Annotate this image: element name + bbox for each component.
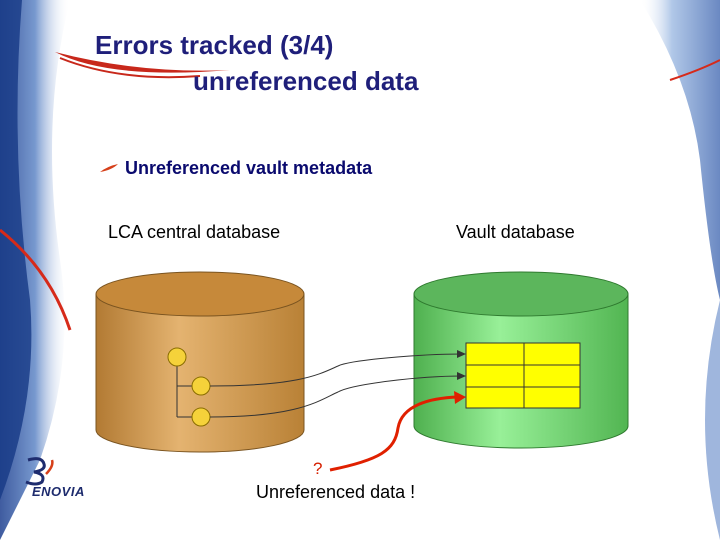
right-db-label: Vault database (456, 222, 575, 242)
question-mark: ? (313, 459, 323, 478)
bullet-swoosh-icon (100, 164, 118, 172)
vault-table (465, 342, 581, 409)
slide-title-line1: Errors tracked (3/4) (95, 30, 334, 60)
reference-arrows (209, 350, 466, 418)
left-db-label: LCA central database (108, 222, 281, 242)
unreferenced-data-label: Unreferenced data ! (256, 482, 416, 502)
lca-database-cylinder (95, 271, 305, 453)
unreferenced-arrow (329, 391, 466, 472)
slide-title-line2: unreferenced data (193, 66, 419, 96)
3ds-logo-icon (25, 457, 54, 486)
bullet-text: Unreferenced vault metadata (125, 158, 373, 178)
lca-tree (167, 347, 211, 427)
enovia-logo-text: ENOVIA (32, 484, 85, 499)
